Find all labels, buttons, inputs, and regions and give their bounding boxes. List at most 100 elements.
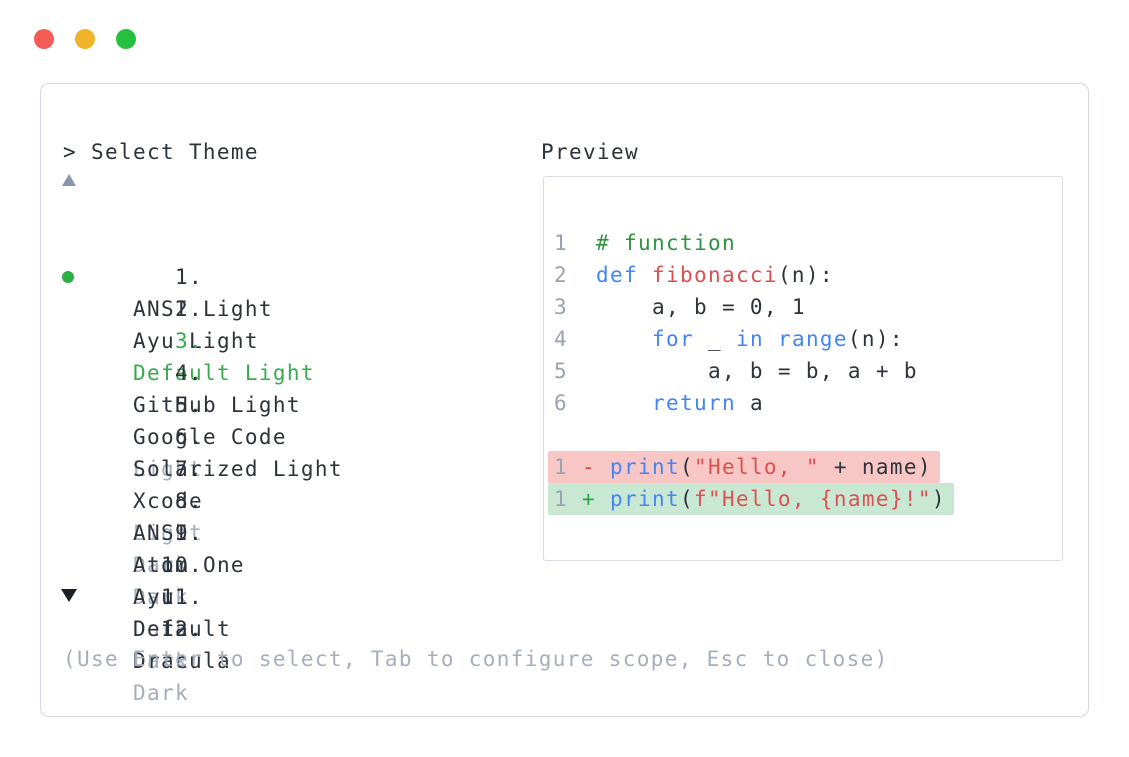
theme-name: Atom One xyxy=(132,553,245,577)
theme-variant-muted: Dark xyxy=(132,649,189,673)
code-line: 2 def fibonacci(n): xyxy=(544,259,1062,291)
theme-number: 4. xyxy=(174,361,203,385)
theme-item[interactable]: 4. GitHub Light xyxy=(41,293,541,417)
theme-list: 1. ANSI Light 2. Ayu Light 3. Default Li… xyxy=(41,197,541,705)
theme-number: 12. xyxy=(161,617,203,641)
code-token: ( xyxy=(679,487,694,511)
traffic-light-minimize-button[interactable] xyxy=(75,29,95,49)
footer-hint: (Use Enter to select, Tab to configure s… xyxy=(63,647,889,671)
theme-name: Ayu Light xyxy=(132,329,259,353)
code-token xyxy=(596,327,652,351)
code-line-content: 1 # function xyxy=(548,227,744,259)
theme-number: 2. xyxy=(174,297,203,321)
line-number: 1 xyxy=(554,487,568,511)
code-token: a, b = b, a + b xyxy=(596,359,918,383)
theme-item[interactable]: 1. ANSI Light xyxy=(41,197,541,321)
code-token: in xyxy=(735,327,764,351)
code-line-content: 6 return a xyxy=(548,387,772,419)
code-token: print xyxy=(610,487,680,511)
code-token: fibonacci xyxy=(651,263,778,287)
code-token: a xyxy=(735,391,764,415)
theme-variant-muted: Dark xyxy=(132,553,189,577)
theme-name: Dracula xyxy=(132,649,231,673)
line-number: 3 xyxy=(554,295,568,319)
code-line-content: 2 def fibonacci(n): xyxy=(548,259,842,291)
theme-name: Default xyxy=(132,617,231,641)
theme-name: Xcode xyxy=(132,489,203,513)
code-token: ) xyxy=(931,487,946,511)
theme-item[interactable]: 6. Solarized Light xyxy=(41,357,541,481)
code-token xyxy=(764,327,778,351)
theme-picker-panel: > Select Theme Preview 1. ANSI Light 2. … xyxy=(40,83,1089,717)
prompt-header: > Select Theme xyxy=(63,140,259,164)
traffic-light-close-button[interactable] xyxy=(34,29,54,49)
theme-number: 11. xyxy=(161,585,203,609)
theme-number: 3. xyxy=(174,329,203,353)
line-number: 1 xyxy=(554,231,568,255)
code-line: 5 a, b = b, a + b xyxy=(544,355,1062,387)
code-line xyxy=(544,419,1062,451)
code-token: range xyxy=(777,327,848,351)
code-token: (n): xyxy=(847,327,904,351)
theme-variant-muted: Dark xyxy=(132,585,189,609)
code-token: + name) xyxy=(819,455,932,479)
theme-name: ANSI xyxy=(132,521,189,545)
code-token: for xyxy=(651,327,694,351)
theme-item[interactable]: 7. Xcode Light xyxy=(41,389,541,545)
theme-variant-muted: Dark xyxy=(132,617,189,641)
theme-name: Default Light xyxy=(132,361,315,385)
code-line-content: 1 - print("Hello, " + name) xyxy=(548,451,940,483)
code-line: 3 a, b = 0, 1 xyxy=(544,291,1062,323)
code-token: a, b = 0, 1 xyxy=(596,295,806,319)
theme-name: Solarized Light xyxy=(132,457,343,481)
code-token: f"Hello, {name}!" xyxy=(693,487,932,511)
theme-name: ANSI Light xyxy=(132,297,273,321)
code-line-content: 4 for _ in range(n): xyxy=(548,323,912,355)
diff-marker: + xyxy=(582,487,596,511)
theme-item[interactable]: 9. Atom One Dark xyxy=(41,453,541,609)
theme-number: 6. xyxy=(174,425,203,449)
theme-item[interactable]: 11. Default Dark xyxy=(41,517,541,673)
selected-bullet-icon xyxy=(62,271,74,283)
theme-item[interactable]: 10. Ayu Dark xyxy=(41,485,541,641)
code-token xyxy=(596,391,652,415)
code-line: 1 + print(f"Hello, {name}!") xyxy=(544,483,1062,515)
code-token: return xyxy=(651,391,736,415)
theme-number: 7. xyxy=(174,457,203,481)
code-line: 6 return a xyxy=(544,387,1062,419)
theme-variant-muted: Dark xyxy=(132,681,189,705)
code-line-content: 3 a, b = 0, 1 xyxy=(548,291,814,323)
code-token: def xyxy=(596,263,638,287)
theme-item[interactable]: 3. Default Light xyxy=(41,261,541,385)
code-line: 1 # function xyxy=(544,227,1062,259)
line-number: 4 xyxy=(554,327,568,351)
code-token: _ xyxy=(693,327,736,351)
theme-variant-muted: Light xyxy=(132,457,203,481)
preview-label: Preview xyxy=(541,140,639,164)
code-line: 1 - print("Hello, " + name) xyxy=(544,451,1062,483)
theme-item[interactable]: 5. Google Code Light xyxy=(41,325,541,481)
code-token: print xyxy=(610,455,680,479)
code-line-content: 1 + print(f"Hello, {name}!") xyxy=(548,483,954,515)
theme-name: GitHub Light xyxy=(132,393,301,417)
theme-item[interactable]: 2. Ayu Light xyxy=(41,229,541,353)
theme-number: 8. xyxy=(174,489,203,513)
code-token xyxy=(638,263,652,287)
theme-item[interactable]: 12. Dracula Dark xyxy=(41,549,541,705)
theme-number: 5. xyxy=(174,393,203,417)
theme-number: 10. xyxy=(161,553,203,577)
code-token: # function xyxy=(596,231,736,255)
theme-number: 9. xyxy=(174,521,203,545)
line-number: 6 xyxy=(554,391,568,415)
line-number: 2 xyxy=(554,263,568,287)
scroll-up-icon[interactable] xyxy=(62,174,76,186)
traffic-light-zoom-button[interactable] xyxy=(116,29,136,49)
code-line-content: 5 a, b = b, a + b xyxy=(548,355,926,387)
scroll-down-icon[interactable] xyxy=(61,589,77,602)
theme-name: Google Code xyxy=(132,425,287,449)
code-line: 4 for _ in range(n): xyxy=(544,323,1062,355)
theme-name: Ayu xyxy=(132,585,175,609)
code-token: (n): xyxy=(777,263,834,287)
theme-item[interactable]: 8. ANSI Dark xyxy=(41,421,541,577)
